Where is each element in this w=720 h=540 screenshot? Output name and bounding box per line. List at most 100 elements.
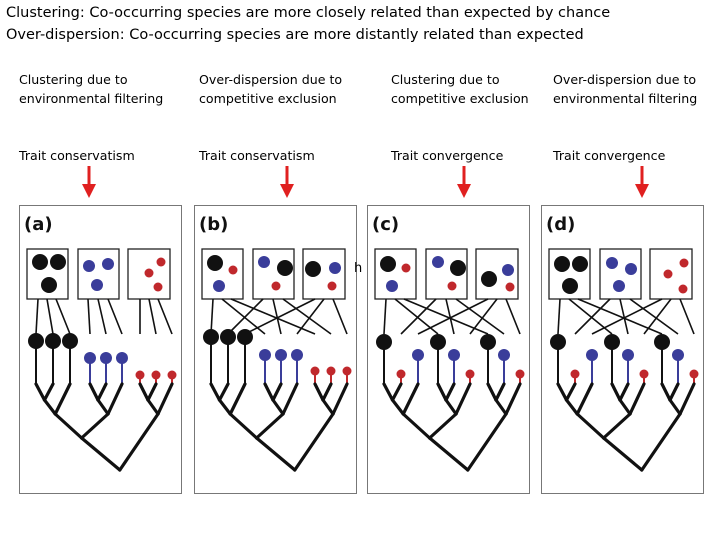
community-species-dot xyxy=(277,260,293,276)
community-species-dot xyxy=(153,282,163,292)
tree-branch xyxy=(668,382,680,402)
column-heading-c: Clustering due to competitive exclusion xyxy=(391,72,529,106)
tree-branch xyxy=(401,382,420,416)
community-species-dot xyxy=(613,280,625,292)
tree-branch xyxy=(390,398,405,416)
panel-c-competitive-clustering: (c) xyxy=(367,205,530,494)
species-tip xyxy=(430,334,446,350)
community-box xyxy=(201,248,244,300)
species-tip xyxy=(412,349,424,361)
phylogeny-diagram: (b) xyxy=(199,214,352,472)
species-tip xyxy=(376,334,392,350)
community-species-dot xyxy=(156,257,166,267)
community-link xyxy=(210,298,214,335)
species-tip xyxy=(396,369,406,379)
species-tip xyxy=(203,329,219,345)
species-tip xyxy=(220,329,236,345)
down-arrow-b xyxy=(280,166,294,198)
tree-branch xyxy=(575,412,606,440)
phylogeny-diagram: (c) xyxy=(372,214,525,472)
community-species-dot xyxy=(207,255,223,271)
species-tip xyxy=(237,329,253,345)
community-species-dot xyxy=(83,260,95,272)
species-tip xyxy=(622,349,634,361)
tree-branch xyxy=(146,382,158,402)
panel-label: (a) xyxy=(24,214,53,235)
tree-branch xyxy=(428,412,458,440)
tree-branch xyxy=(660,382,672,402)
panel-b-competitive-exclusion: (b) xyxy=(194,205,357,494)
tree-branch xyxy=(53,412,84,440)
tree-branch xyxy=(610,382,622,402)
species-tip xyxy=(570,369,580,379)
community-species-dot xyxy=(50,254,66,270)
species-tip xyxy=(498,349,510,361)
community-box xyxy=(374,248,417,300)
community-species-dot xyxy=(32,254,48,270)
community-link xyxy=(46,298,54,335)
community-species-dot xyxy=(447,281,457,291)
community-species-dot xyxy=(228,265,238,275)
community-link xyxy=(417,298,489,335)
tree-branch xyxy=(618,382,630,402)
community-link xyxy=(591,298,663,335)
community-link xyxy=(557,298,561,335)
tree-branch xyxy=(228,382,247,416)
community-link xyxy=(282,298,332,335)
species-tip xyxy=(480,334,496,350)
community-species-dot xyxy=(663,269,673,279)
tree-branch xyxy=(209,382,222,402)
tree-branch xyxy=(321,382,333,402)
community-species-dot xyxy=(554,256,570,272)
trait-label-a: Trait conservatism xyxy=(19,148,135,163)
tree-branch xyxy=(88,382,100,402)
trait-label-c: Trait convergence xyxy=(391,148,504,163)
species-tip xyxy=(689,369,699,379)
community-link xyxy=(272,298,282,335)
tree-branch xyxy=(34,382,47,402)
community-link xyxy=(148,298,157,335)
species-tip xyxy=(100,352,112,364)
community-species-dot xyxy=(432,256,444,268)
tree-branch xyxy=(146,398,160,416)
community-link xyxy=(87,298,91,335)
species-tip xyxy=(448,349,460,361)
community-link xyxy=(455,298,505,335)
community-species-dot xyxy=(144,268,154,278)
community-link xyxy=(574,298,611,335)
species-tip xyxy=(465,369,475,379)
tree-branch xyxy=(217,398,232,416)
community-species-dot xyxy=(305,261,321,277)
tree-branch xyxy=(494,398,508,416)
tree-branch xyxy=(564,382,577,402)
tree-branch xyxy=(271,398,285,416)
column-heading-d: Over-dispersion due to environmental fil… xyxy=(553,72,698,106)
community-species-dot xyxy=(562,278,578,294)
tree-branch xyxy=(96,382,108,402)
tree-branch xyxy=(96,398,110,416)
species-tip xyxy=(84,352,96,364)
community-species-dot xyxy=(678,284,688,294)
community-species-dot xyxy=(679,258,689,268)
species-tip xyxy=(342,366,352,376)
tree-branch xyxy=(444,382,456,402)
community-link xyxy=(383,298,387,335)
community-species-dot xyxy=(258,256,270,268)
species-tip xyxy=(45,333,61,349)
community-box xyxy=(77,248,120,300)
community-species-dot xyxy=(271,281,281,291)
species-tip xyxy=(135,370,145,380)
tree-branch xyxy=(618,398,632,416)
tree-branch xyxy=(466,412,508,472)
species-tip xyxy=(291,349,303,361)
species-tip xyxy=(275,349,287,361)
community-link xyxy=(107,298,123,335)
community-species-dot xyxy=(380,256,396,272)
tree-branch xyxy=(42,382,55,402)
community-link xyxy=(619,298,629,335)
stray-letter: h xyxy=(354,261,363,276)
tree-branch xyxy=(80,436,122,472)
tree-branch xyxy=(602,436,644,472)
tree-branch xyxy=(263,382,275,402)
community-link xyxy=(332,298,348,335)
